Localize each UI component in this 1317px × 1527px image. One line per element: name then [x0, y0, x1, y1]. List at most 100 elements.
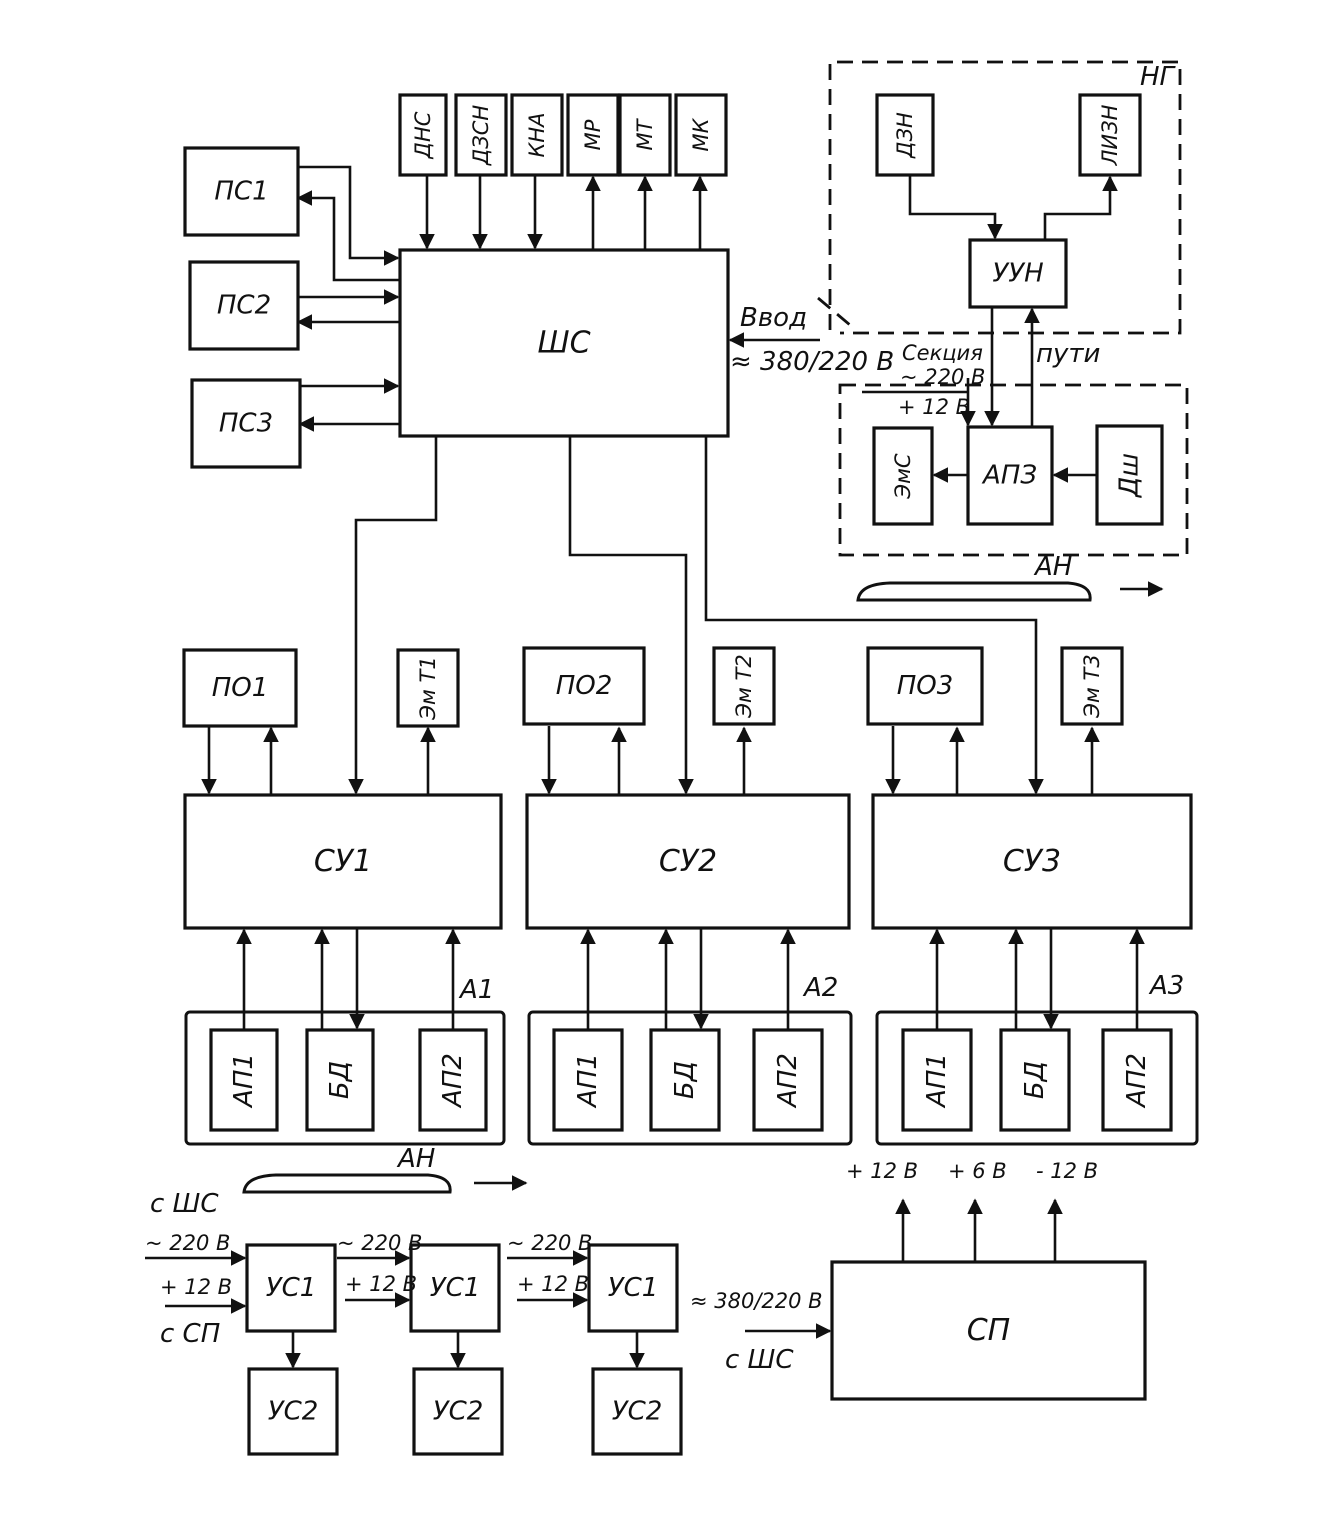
block-ЭмС: ЭмС [872, 426, 934, 526]
block-ЭмТ3-box [1060, 646, 1124, 726]
label-vvod: Ввод [740, 303, 807, 333]
block-МТ-label: МТ [633, 117, 657, 150]
block-ДНС-box [398, 93, 448, 177]
vvod-dash [817, 296, 851, 327]
block-ПО1: ПО1 [182, 648, 298, 728]
block-УС2-3-box [591, 1367, 683, 1456]
block-УС1-1-label: УС1 [266, 1273, 317, 1303]
frame-track-section [838, 383, 1189, 557]
block-АП2-3: АП2 [1101, 1028, 1173, 1132]
block-МТ: МТ [618, 93, 672, 177]
group-label-АН-bottom: АН [396, 1144, 435, 1174]
block-Дш-label: Дш [1115, 453, 1145, 498]
label-dc12-left: + 12 В [160, 1275, 232, 1299]
block-ПО3-box [866, 646, 984, 726]
block-АПЗ: АПЗ [966, 425, 1054, 526]
label-from-shs-sp: с ШС [725, 1345, 794, 1375]
block-ПС1-box [183, 146, 300, 237]
block-АП1-3: АП1 [901, 1028, 973, 1132]
frame-А1 [184, 1010, 506, 1146]
block-УС2-3: УС2 [591, 1367, 683, 1456]
block-УС2-2-box [412, 1367, 504, 1456]
block-БД-3-box [999, 1028, 1071, 1132]
block-ДНС-label: ДНС [411, 111, 435, 159]
block-ПО1-label: ПО1 [212, 673, 269, 703]
block-ПО2-label: ПО2 [556, 671, 613, 701]
train-АН-bottom [242, 1173, 452, 1194]
block-УС1-2-box [409, 1243, 501, 1333]
block-МР: МР [566, 93, 620, 177]
block-МР-box [566, 93, 620, 177]
block-ЭмТ1-box [396, 648, 460, 728]
block-ДЗН-box [875, 93, 935, 177]
frame-НГ [828, 60, 1182, 335]
block-ПС3-label: ПС3 [219, 409, 273, 439]
block-УУН: УУН [968, 238, 1068, 309]
train-АН-top [856, 581, 1092, 602]
label-ac220-mid: ~ 220 В [337, 1231, 422, 1255]
group-frames [184, 60, 1199, 1194]
block-СП-label: СП [967, 1313, 1011, 1348]
block-УС2-1-label: УС2 [268, 1397, 319, 1427]
block-КНА-label: КНА [525, 112, 549, 157]
wire-ШС-to-СУ2 [568, 436, 694, 795]
wire-ШС-to-СУ1 [348, 436, 438, 795]
block-УС1-3-box [587, 1243, 679, 1333]
block-ЭмТ2-box [712, 646, 776, 726]
label-plus6: + 6 В [948, 1159, 1007, 1183]
block-МТ-box [618, 93, 672, 177]
block-ЭмТ2: Эм Т2 [712, 646, 776, 726]
block-АПЗ-label: АПЗ [981, 461, 1037, 491]
block-ДЗН-label: ДЗН [893, 112, 917, 159]
frame-А3 [875, 1010, 1199, 1146]
block-ЭмТ1-label: Эм Т1 [416, 656, 440, 720]
block-УУН-box [968, 238, 1068, 309]
label-dc12-right: + 12 В [517, 1272, 589, 1296]
block-АП1-1-box [209, 1028, 279, 1132]
block-ЛИЗН-box [1078, 93, 1142, 177]
wire-ДЗН-to-УУН [908, 175, 1003, 240]
label-section: Секция [902, 341, 983, 365]
block-ПС2: ПС2 [188, 260, 300, 351]
block-ДНС: ДНС [398, 93, 448, 177]
block-КНА-box [510, 93, 564, 177]
block-СП-box [830, 1260, 1147, 1401]
block-УС1-3-label: УС1 [608, 1273, 659, 1303]
block-АП1-3-box [901, 1028, 973, 1132]
block-АП2-2-label: АП2 [773, 1053, 803, 1109]
block-ЭмС-label: ЭмС [891, 453, 915, 500]
block-ПО3: ПО3 [866, 646, 984, 726]
label-dc12-mid: + 12 В [345, 1272, 417, 1296]
block-ПС3-box [190, 378, 302, 469]
block-ЭмТ3-label: Эм Т3 [1080, 654, 1104, 718]
block-УС2-2: УС2 [412, 1367, 504, 1456]
block-ПС2-label: ПС2 [217, 291, 271, 321]
block-БД-3-label: БД [1020, 1061, 1050, 1099]
block-УС1-2-label: УС1 [430, 1273, 481, 1303]
block-ДЗСН-label: ДЗСН [469, 105, 493, 167]
block-АП2-1: АП2 [418, 1028, 488, 1132]
block-УС1-3: УС1 [587, 1243, 679, 1333]
wire-ШС-to-СУ3 [704, 436, 1044, 795]
block-ШС-label: ШС [537, 326, 590, 361]
block-СУ2: СУ2 [525, 793, 851, 930]
block-АП1-1-label: АП1 [229, 1053, 259, 1109]
block-ПС3: ПС3 [190, 378, 302, 469]
block-ДЗСН: ДЗСН [454, 93, 508, 177]
label-from-shs-left: с ШС [150, 1189, 219, 1219]
label-mains-sp: ≈ 380/220 В [690, 1289, 823, 1313]
wire-УУН-to-ЛИЗН [1043, 175, 1118, 240]
block-УС1-2: УС1 [409, 1243, 501, 1333]
block-АП2-3-label: АП2 [1122, 1053, 1152, 1109]
block-МК-label: МК [689, 117, 713, 151]
block-МК: МК [674, 93, 728, 177]
group-label-А1: А1 [458, 975, 494, 1005]
label-track: пути [1036, 339, 1100, 369]
block-ЭмТ2-label: Эм Т2 [732, 654, 756, 718]
block-ДЗСН-box [454, 93, 508, 177]
block-БД-1: БД [305, 1028, 375, 1132]
block-АП2-2: АП2 [752, 1028, 824, 1132]
label-from-sp: с СП [160, 1319, 220, 1349]
block-МК-box [674, 93, 728, 177]
